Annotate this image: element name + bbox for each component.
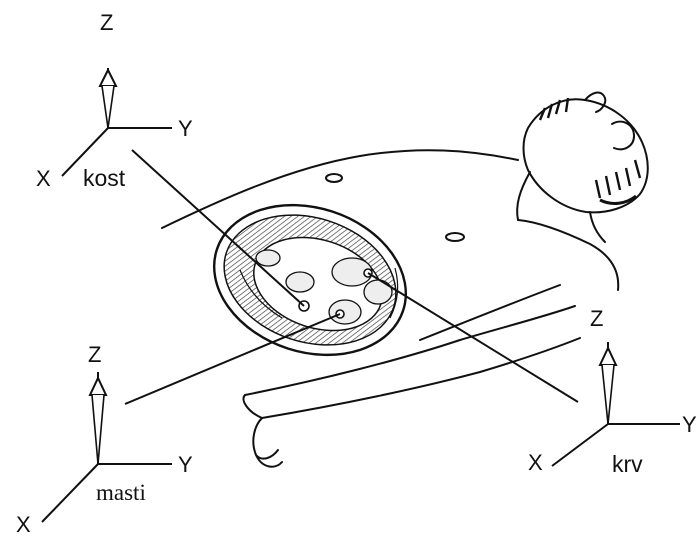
ear-outline	[612, 122, 634, 150]
axis-x-label: X	[36, 166, 51, 191]
nipple-right	[446, 233, 464, 241]
organ-2	[364, 280, 392, 304]
axis-z-label: Z	[100, 10, 113, 35]
axis-y-label: Y	[178, 452, 193, 477]
label-bone: kost	[83, 165, 126, 191]
z-arrow-icon	[100, 70, 116, 86]
axis-x-label: X	[528, 450, 543, 475]
axes-fat: Z Y X masti	[16, 342, 193, 537]
z-arrow-icon	[600, 348, 616, 365]
shoulder-outline	[518, 220, 618, 290]
axis-z-label: Z	[88, 342, 101, 367]
z-arrow-icon	[90, 378, 106, 395]
axes-bone: Z Y X kost	[36, 10, 193, 191]
hair-strokes	[540, 98, 640, 203]
cross-section	[195, 181, 426, 379]
organ-3	[329, 300, 361, 324]
axis-x-label: X	[16, 512, 31, 537]
axis-z-label: Z	[590, 306, 603, 331]
organ-4	[286, 272, 314, 292]
label-fat: masti	[96, 480, 146, 505]
label-blood: krv	[612, 451, 643, 477]
hand-outline	[244, 395, 282, 467]
organ-5	[256, 250, 280, 266]
axis-y-label: Y	[682, 412, 697, 437]
leader-fat	[125, 314, 340, 404]
nipple-left	[326, 174, 342, 182]
axis-y-label: Y	[178, 116, 193, 141]
leader-blood	[368, 273, 578, 402]
axes-blood: Z Y X krv	[528, 306, 697, 477]
